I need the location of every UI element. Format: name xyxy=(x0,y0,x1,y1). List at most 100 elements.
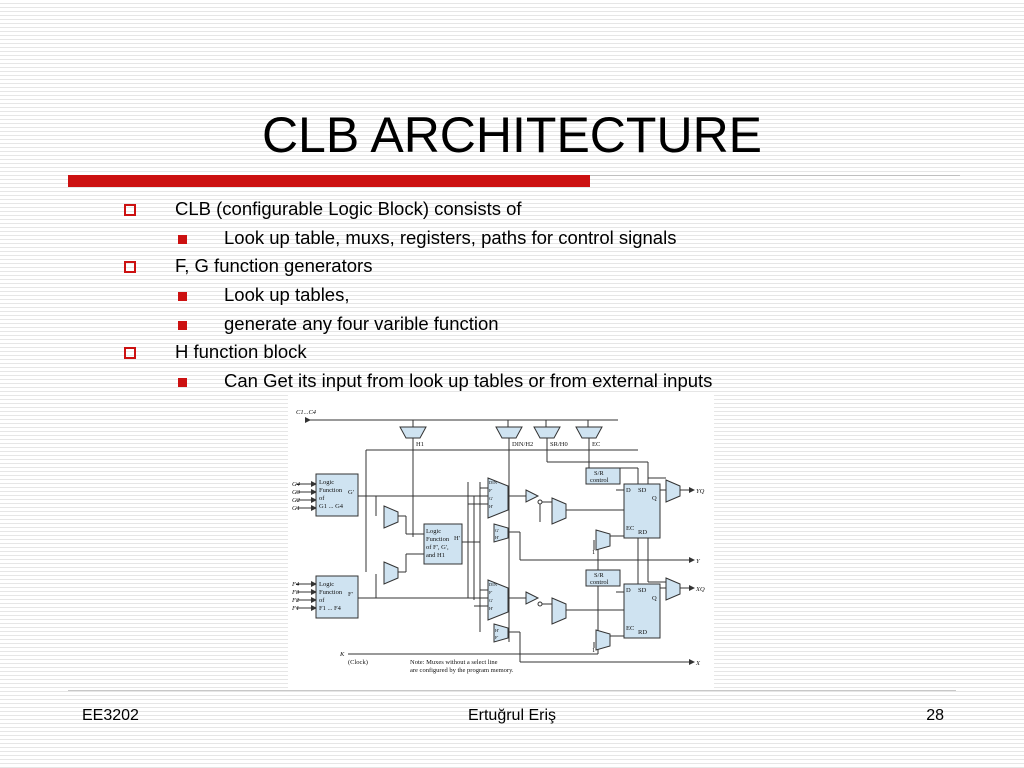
lower-d-mux xyxy=(551,597,567,625)
ff-label: SD xyxy=(638,487,647,494)
lower-output-mux xyxy=(487,579,509,621)
clock-label: (Clock) xyxy=(348,659,368,666)
ec-selector-mux xyxy=(575,426,603,439)
h-block-text: Function xyxy=(426,536,450,543)
filled-square-bullet-icon xyxy=(178,292,187,301)
filled-square-bullet-icon xyxy=(178,321,187,330)
mux-input-label: F' xyxy=(495,635,499,640)
bullet-item: F, G function generators xyxy=(175,255,373,276)
g-input-label: G3 xyxy=(292,489,301,496)
ff-label: EC xyxy=(626,625,634,632)
ff-label: SD xyxy=(638,587,647,594)
mux-input-label: F' xyxy=(489,590,493,595)
hollow-square-bullet-icon xyxy=(124,204,136,216)
title-divider xyxy=(590,175,960,176)
mux-input-label: DIN xyxy=(489,480,498,485)
g-input-label: G2 xyxy=(292,497,301,504)
sr-control-text: S/R xyxy=(594,470,604,477)
h-block-text: Logic xyxy=(426,528,441,535)
g-input-label: G1 xyxy=(292,505,300,512)
sr-control-text: control xyxy=(590,477,609,484)
mux-input-label: H' xyxy=(489,504,493,509)
f-input-label: F2 xyxy=(291,597,300,604)
clb-diagram: C1...C4 H1 DIN/H2 SR/H0 EC G4 G3 G2 G1 F… xyxy=(288,392,714,688)
mux-input-label: G' xyxy=(495,528,499,533)
yq-mux xyxy=(665,479,681,503)
flipflop-lower xyxy=(623,583,661,639)
constant-one-label: 1 xyxy=(592,549,595,556)
upper-ec-mux xyxy=(595,529,611,551)
mux-input-label: H' xyxy=(495,535,499,540)
sr-selector-mux xyxy=(533,426,561,439)
constant-one-label: 1 xyxy=(592,647,595,654)
hollow-square-bullet-icon xyxy=(124,347,136,359)
mux-input-label: G' xyxy=(489,496,493,501)
g-block-text: G1 ... G4 xyxy=(319,503,344,510)
c1c4-label: C1...C4 xyxy=(296,409,317,416)
h-function-block xyxy=(423,523,463,565)
f-function-block xyxy=(315,575,359,619)
sr-h0-label: SR/H0 xyxy=(550,441,568,448)
g-h-mux xyxy=(383,505,399,529)
upper-output-mux xyxy=(487,477,509,519)
note-text: Note: Muxes without a select line xyxy=(410,659,498,666)
f-block-text: Logic xyxy=(319,581,334,588)
mux-input-label: H' xyxy=(495,628,499,633)
filled-square-bullet-icon xyxy=(178,235,187,244)
footer-divider xyxy=(68,690,956,691)
sub-bullet-item: Look up table, muxs, registers, paths fo… xyxy=(224,227,677,248)
yq-output-label: YQ xyxy=(696,488,705,495)
mux-input-label: G' xyxy=(489,598,493,603)
lower-ec-mux xyxy=(595,629,611,651)
bullet-item: H function block xyxy=(175,341,307,362)
upper-buffer xyxy=(525,489,540,503)
g-input-label: G4 xyxy=(292,481,301,488)
title-accent-bar xyxy=(68,175,590,187)
h1-label: H1 xyxy=(416,441,424,448)
hollow-square-bullet-icon xyxy=(124,261,136,273)
din-h2-label: DIN/H2 xyxy=(512,441,533,448)
g-block-text: Function xyxy=(319,487,343,494)
f-block-text: F1 ... F4 xyxy=(319,605,342,612)
ff-label: RD xyxy=(638,529,647,536)
f-prime-label: F' xyxy=(348,591,353,598)
upper-d-mux xyxy=(551,497,567,525)
ff-label: RD xyxy=(638,629,647,636)
slide-title: CLB ARCHITECTURE xyxy=(261,107,763,163)
f-input-label: F1 xyxy=(291,605,299,612)
x-output-label: X xyxy=(695,660,701,667)
xq-mux xyxy=(665,577,681,601)
h1-selector-mux xyxy=(399,426,427,439)
sr-control-upper xyxy=(585,467,621,485)
g-block-text: Logic xyxy=(319,479,334,486)
ff-label: Q xyxy=(652,495,657,502)
footer-page-number: 28 xyxy=(926,707,944,724)
sub-bullet-item: Look up tables, xyxy=(224,284,350,305)
f-h-mux xyxy=(383,561,399,585)
note-text: are configured by the program memory. xyxy=(410,667,514,674)
xq-output-label: XQ xyxy=(695,586,705,593)
y-output-label: Y xyxy=(696,558,701,565)
h-prime-label: H' xyxy=(454,535,460,542)
y-mux xyxy=(493,523,509,543)
ff-label: D xyxy=(626,587,631,594)
mux-input-label: DIN xyxy=(489,582,498,587)
ff-label: Q xyxy=(652,595,657,602)
f-input-label: F4 xyxy=(291,581,300,588)
mux-input-label: H' xyxy=(489,606,493,611)
f-block-text: Function xyxy=(319,589,343,596)
lower-buffer xyxy=(525,591,540,605)
x-mux xyxy=(493,623,509,643)
din-selector-mux xyxy=(495,426,523,439)
ec-label: EC xyxy=(592,441,600,448)
k-label: K xyxy=(339,651,345,658)
sub-bullet-item: generate any four varible function xyxy=(224,313,499,334)
f-block-text: of xyxy=(319,597,325,604)
footer-course: EE3202 xyxy=(82,707,139,724)
footer-author: Ertuğrul Eriş xyxy=(467,707,557,724)
h-block-text: of F', G', xyxy=(426,544,449,551)
sr-control-lower xyxy=(585,569,621,587)
sub-bullet-item: Can Get its input from look up tables or… xyxy=(224,370,713,391)
ff-label: D xyxy=(626,487,631,494)
g-function-block xyxy=(315,473,359,517)
